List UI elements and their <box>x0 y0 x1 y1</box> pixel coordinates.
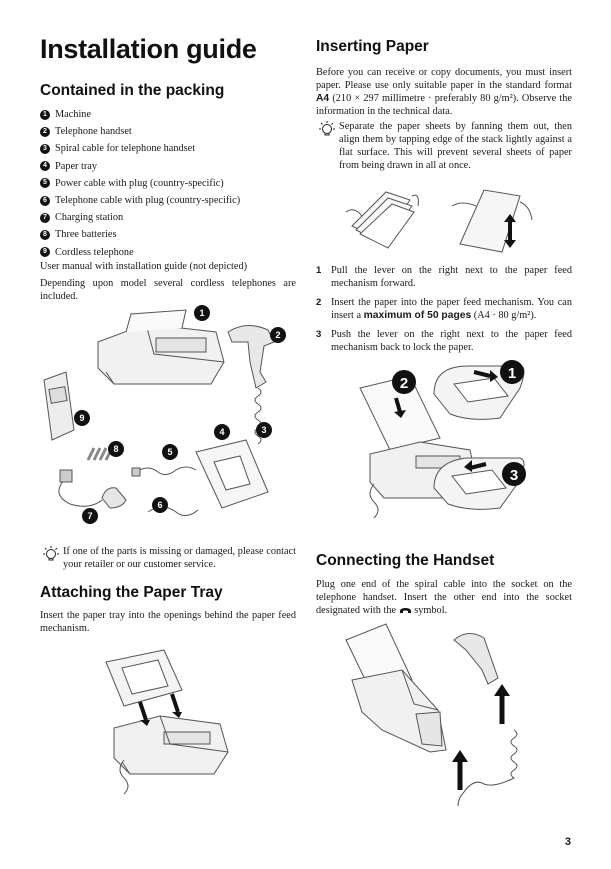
callout-label: 3 <box>261 425 266 435</box>
item-number-badge: 7 <box>40 212 50 223</box>
callout-label: 3 <box>510 467 518 484</box>
item-number-badge: 1 <box>40 109 50 120</box>
callout-label: 7 <box>87 511 92 521</box>
packing-note-models: Depending upon model several cordless te… <box>40 278 296 302</box>
callout-label: 2 <box>275 330 280 340</box>
callout-label: 5 <box>167 447 172 457</box>
paper-fanning-illustration <box>345 189 533 253</box>
paper-tray-illustration <box>105 649 229 795</box>
item-number-badge: 3 <box>40 143 50 154</box>
item-number-badge: 5 <box>40 178 50 189</box>
item-number-badge: 6 <box>40 195 50 206</box>
connecting-handset-text: Plug one end of the spiral cable into th… <box>316 579 572 616</box>
page-title: Installation guide <box>40 34 257 64</box>
callout-label: 8 <box>113 444 118 454</box>
packing-tip: If one of the parts is missing or damage… <box>40 545 296 571</box>
paper-tray-heading: Attaching the Paper Tray <box>40 584 223 601</box>
packing-note-manual: User manual with installation guide (not… <box>40 261 248 272</box>
connecting-handset-heading: Connecting the Handset <box>316 552 495 569</box>
inserting-paper-intro: Before you can receive or copy documents… <box>316 67 573 117</box>
telephone-handset-icon <box>399 608 411 614</box>
callout-label: 1 <box>199 308 204 318</box>
page-number: 3 <box>564 836 571 848</box>
item-number-badge: 4 <box>40 161 50 172</box>
callout-label: 1 <box>508 365 516 382</box>
paper-insertion-illustration: 2 1 3 <box>359 360 526 519</box>
callout-label: 2 <box>400 375 408 392</box>
callout-label: 6 <box>157 500 162 510</box>
lightbulb-icon <box>43 546 59 561</box>
lightbulb-icon <box>319 121 335 136</box>
item-number-badge: 9 <box>40 247 50 258</box>
inserting-paper-tip: Separate the paper sheets by fanning the… <box>316 120 572 172</box>
item-number-badge: 8 <box>40 229 50 240</box>
callout-label: 4 <box>219 427 224 437</box>
paper-tray-text: Insert the paper tray into the openings … <box>40 610 296 634</box>
inserting-paper-heading: Inserting Paper <box>316 38 429 55</box>
packing-contents-illustration: 1 2 3 4 5 6 7 8 9 <box>43 305 286 524</box>
packing-heading: Contained in the packing <box>40 82 225 99</box>
callout-label: 9 <box>79 413 84 423</box>
item-number-badge: 2 <box>40 126 50 137</box>
handset-connection-illustration <box>345 623 518 807</box>
